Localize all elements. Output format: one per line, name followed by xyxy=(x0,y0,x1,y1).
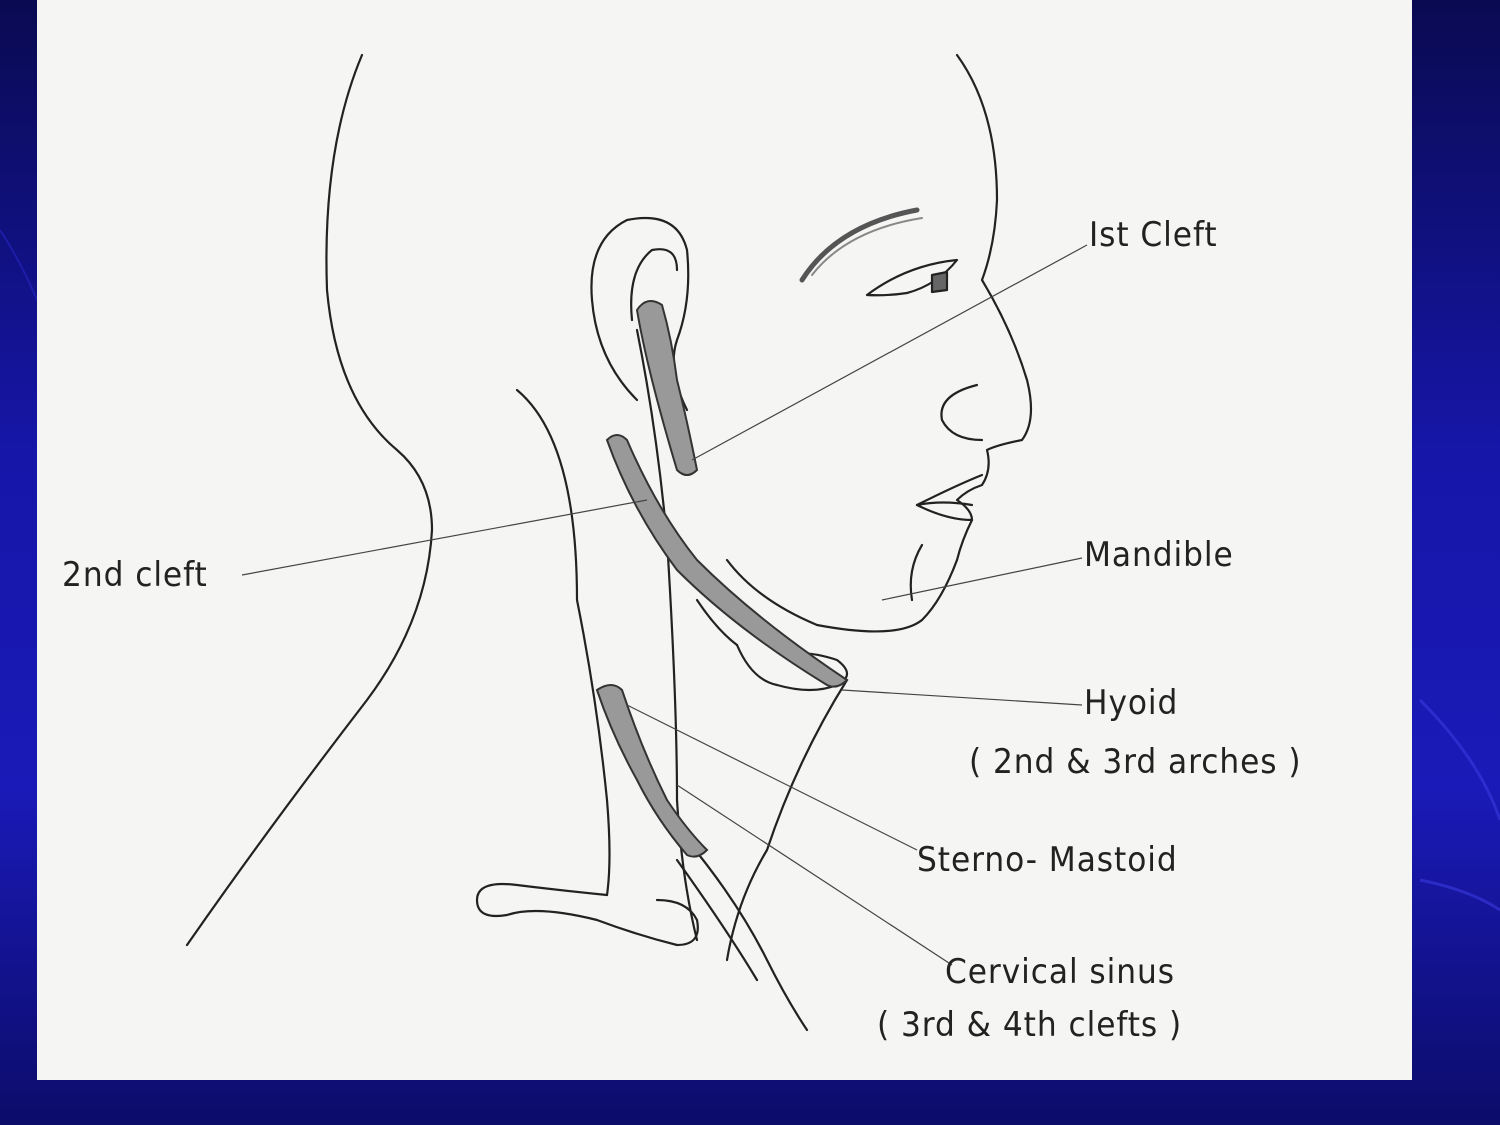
leader-second-cleft xyxy=(241,499,648,576)
label-mandible: Mandible xyxy=(1084,535,1234,575)
label-cervical-sinus: Cervical sinus xyxy=(945,952,1175,992)
label-hyoid-arches: ( 2nd & 3rd arches ) xyxy=(969,742,1302,782)
leader-hyoid xyxy=(841,689,1083,706)
leader-mandible xyxy=(881,557,1083,601)
back-of-head-outline xyxy=(185,53,434,947)
ear-outline xyxy=(590,216,690,412)
leader-sterno-mastoid xyxy=(626,704,918,851)
leader-cervical-sinus xyxy=(676,784,953,966)
first-cleft-shading xyxy=(635,300,699,476)
face-profile-outline xyxy=(955,53,1033,562)
label-second-cleft: 2nd cleft xyxy=(62,555,208,595)
label-first-cleft: Ist Cleft xyxy=(1089,215,1218,255)
eyebrow xyxy=(799,207,920,283)
nose-outline xyxy=(940,383,984,442)
label-cervical-sinus-clefts: ( 3rd & 4th clefts ) xyxy=(877,1005,1183,1045)
chin-jaw-outline xyxy=(725,558,959,633)
label-sterno-mastoid: Sterno- Mastoid xyxy=(917,840,1178,880)
diagram-panel: Ist Cleft 2nd cleft Mandible Hyoid ( 2nd… xyxy=(37,0,1412,1080)
head-neck-illustration xyxy=(185,53,1088,1032)
cervical-sinus-shading xyxy=(595,684,709,858)
lips-outline xyxy=(915,473,984,522)
label-hyoid: Hyoid xyxy=(1084,683,1179,723)
leader-first-cleft xyxy=(691,244,1088,461)
clavicle-outline xyxy=(475,882,699,947)
front-neck-outline xyxy=(725,678,849,962)
second-cleft-shading xyxy=(605,434,849,688)
